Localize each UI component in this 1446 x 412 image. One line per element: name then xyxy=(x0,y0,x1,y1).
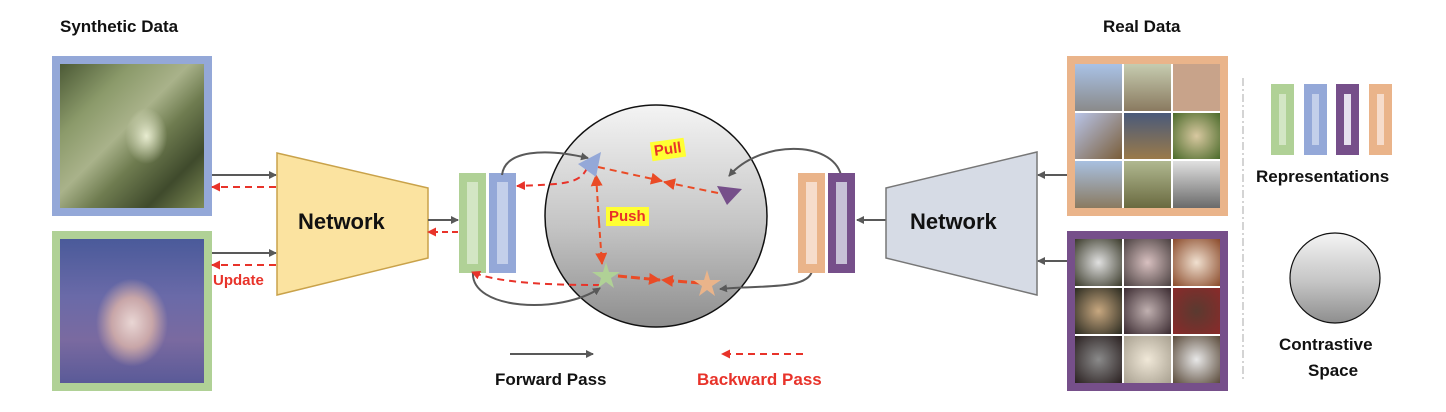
update-label: Update xyxy=(213,272,264,289)
contrastive-label-line2: Space xyxy=(1308,361,1359,380)
orange-star-marker xyxy=(693,270,721,296)
forward-curve-green-to-star xyxy=(471,271,601,307)
push-arrow-up xyxy=(590,174,603,223)
representation-blue xyxy=(489,173,516,273)
legend-rep-orange xyxy=(1369,84,1392,155)
purple-triangle-marker xyxy=(717,186,742,205)
legend-rep-blue xyxy=(1304,84,1327,155)
synthetic-bird-image xyxy=(52,56,212,216)
representation-orange xyxy=(798,173,825,273)
pull-arrow-left xyxy=(597,166,663,185)
backward-pass-label: Backward Pass xyxy=(697,370,822,389)
legend-contrastive-sphere xyxy=(1289,232,1381,324)
backward-curve-triangle-to-blue xyxy=(516,167,588,191)
green-star-marker xyxy=(592,262,620,288)
forward-curve-orange-to-star xyxy=(719,270,813,293)
contrastive-label-line1: Contrastive xyxy=(1279,335,1373,354)
real-birds-grid xyxy=(1067,56,1228,216)
representations-label: Representations xyxy=(1256,167,1390,186)
real-data-title: Real Data xyxy=(1103,17,1181,36)
network-right-label: Network xyxy=(910,209,997,234)
real-dogs-grid xyxy=(1067,231,1228,391)
network-right-shape xyxy=(885,151,1038,296)
pull-arrow-star-left xyxy=(617,272,661,285)
network-left-shape xyxy=(276,152,429,296)
legend-rep-green xyxy=(1271,84,1294,155)
synthetic-dog-image xyxy=(52,231,212,391)
blue-triangle-marker xyxy=(578,152,601,177)
forward-pass-label: Forward Pass xyxy=(495,370,607,389)
legend-rep-purple xyxy=(1336,84,1359,155)
synthetic-data-title: Synthetic Data xyxy=(60,17,179,36)
pull-arrow-star-right xyxy=(661,274,701,287)
forward-curve-purple-to-triangle xyxy=(728,148,842,177)
push-label: Push xyxy=(606,207,649,226)
forward-curve-blue-to-triangle xyxy=(501,151,589,176)
representation-purple xyxy=(828,173,855,273)
pull-arrow-right xyxy=(663,178,719,194)
backward-curve-star-to-green xyxy=(471,271,601,286)
push-arrow-down xyxy=(595,221,608,265)
representation-green xyxy=(459,173,486,273)
network-left-label: Network xyxy=(298,209,385,234)
contrastive-sphere xyxy=(544,104,768,328)
